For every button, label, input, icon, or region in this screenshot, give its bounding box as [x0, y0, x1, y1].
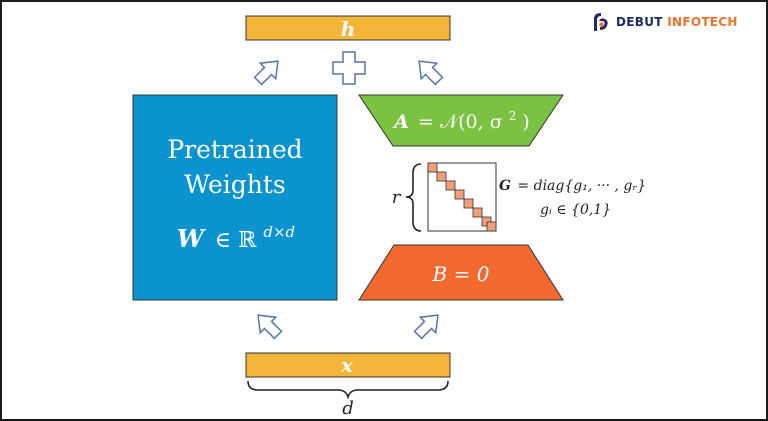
brand-name-part1: DEBUT: [616, 15, 663, 29]
arrow-input-left-icon: [257, 314, 283, 340]
dimension-brace: [247, 380, 449, 400]
A-matrix-label: A = 𝒩(0, σ 2 ): [392, 103, 530, 133]
gate-values: gᵢ ∈ {0,1}: [540, 202, 611, 218]
A-matrix-block: [358, 94, 564, 147]
input-bar: [245, 352, 451, 378]
arrow-up-right-icon: [418, 60, 444, 86]
pretrained-line1: Pretrained: [167, 135, 302, 164]
plus-icon: [332, 51, 366, 85]
input-label: x: [340, 353, 354, 377]
dimension-label: d: [342, 398, 354, 419]
arrow-up-left-icon: [253, 60, 279, 86]
weight-formula: W ∈ ℝ d×d: [177, 223, 295, 253]
rank-label: r: [392, 187, 402, 208]
B-matrix-block: [358, 244, 564, 301]
brand-logo: DEBUT INFOTECH: [592, 11, 738, 33]
output-label: h: [341, 17, 356, 41]
brand-name-part2: INFOTECH: [667, 15, 738, 29]
arrow-input-right-icon: [413, 314, 439, 340]
rank-brace: [405, 163, 422, 232]
output-bar: [245, 15, 451, 41]
pretrained-weights-block: [132, 94, 338, 301]
pretrained-line2: Weights: [184, 170, 285, 199]
gate-formula: G = diag{g₁, ··· , gᵣ}: [499, 178, 646, 194]
brand-mark-icon: [594, 13, 608, 31]
gate-diagonal: [427, 162, 497, 232]
B-matrix-label: B = 0: [432, 262, 490, 286]
